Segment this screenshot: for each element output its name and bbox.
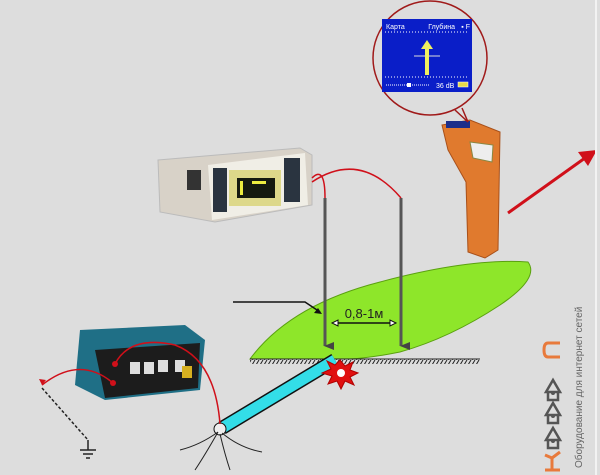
logo-tagline: Оборудование для интернет сетей <box>573 307 585 468</box>
receiver-locator <box>441 119 501 259</box>
company-logo <box>542 341 563 472</box>
screen-depth-unit: ▪ F <box>461 24 470 31</box>
ground-hatch <box>250 359 480 364</box>
wire-bottom-to-pipe <box>114 341 221 425</box>
pointer-line <box>233 301 321 313</box>
direction-arrow <box>507 156 586 215</box>
transmitter-device-bottom <box>75 325 205 400</box>
ground-wire <box>41 387 89 441</box>
distance-label: 0,8-1м <box>345 306 384 321</box>
ground-symbol-icon <box>80 440 96 459</box>
distance-dimension <box>330 319 398 327</box>
screen-depth-label: Глубина <box>428 23 455 31</box>
transmitter-device-top <box>157 147 313 223</box>
wire-bottom-to-ground <box>41 368 114 386</box>
screen-mode-label: Карта <box>386 24 405 31</box>
cable-pipe <box>179 354 339 471</box>
wire-top-right <box>311 168 402 199</box>
ground-surface <box>249 260 532 360</box>
receiver-screen-callout <box>372 0 488 123</box>
screen-signal-level: 36 dB <box>436 83 455 90</box>
